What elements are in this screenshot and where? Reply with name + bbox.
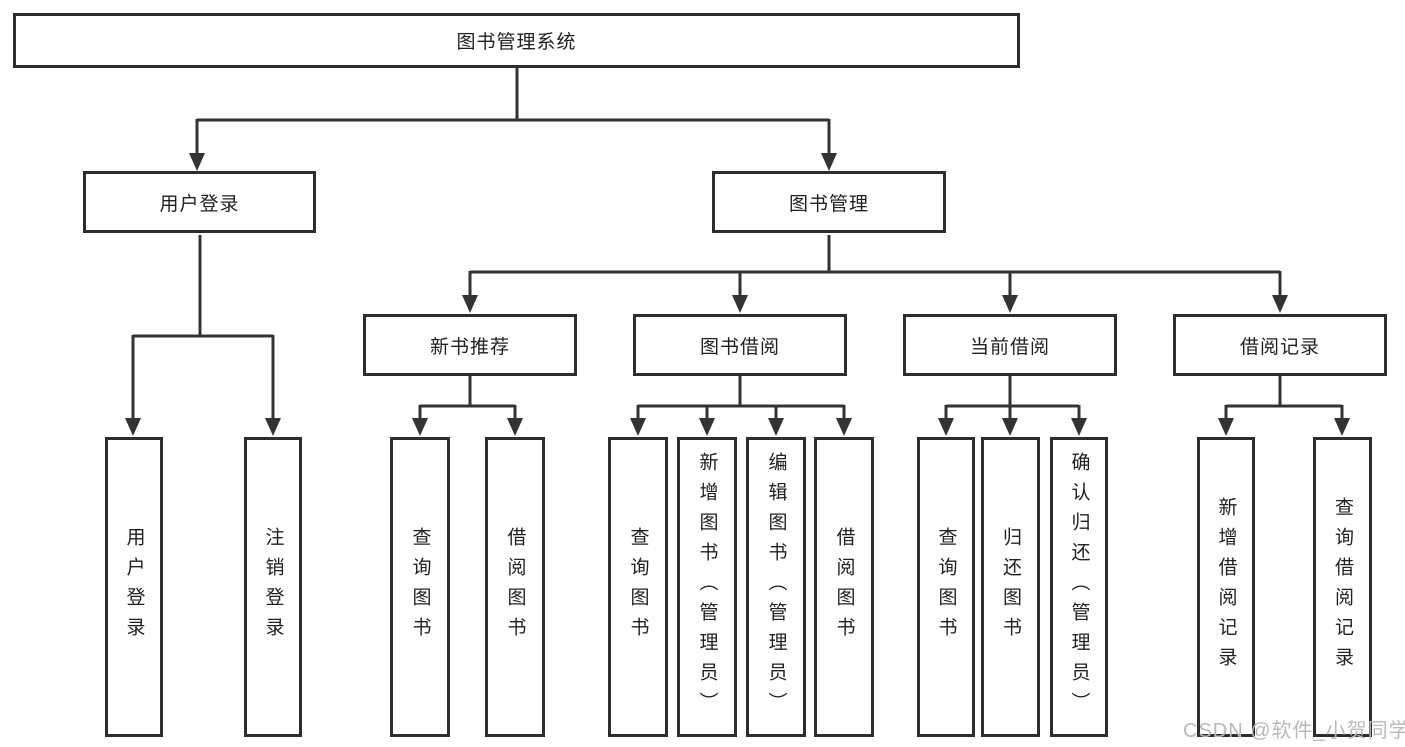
leaf-return-book-label: 归还图书 [1000, 527, 1021, 647]
node-root: 图书管理系统 [13, 13, 1020, 68]
leaf-edit-book-admin: 编辑图书（管理员） [746, 437, 806, 737]
node-borrow-record: 借阅记录 [1173, 314, 1387, 376]
leaf-borrow-query-book: 查询图书 [608, 437, 668, 737]
node-current-borrow: 当前借阅 [903, 314, 1117, 376]
node-user-login: 用户登录 [83, 171, 316, 233]
leaf-borrow-book: 借阅图书 [814, 437, 874, 737]
node-book-borrow-label: 图书借阅 [699, 336, 780, 358]
leaf-borrow-query-book-label: 查询图书 [627, 527, 649, 647]
node-book-management-label: 图书管理 [788, 193, 869, 215]
node-borrow-record-label: 借阅记录 [1239, 336, 1320, 358]
leaf-recommend-query-book-label: 查询图书 [409, 527, 431, 647]
leaf-add-borrow-record-label: 新增借阅记录 [1215, 497, 1237, 677]
leaf-current-query-book: 查询图书 [917, 437, 975, 737]
node-new-book-recommend-label: 新书推荐 [429, 336, 510, 358]
leaf-user-login: 用户登录 [105, 437, 163, 737]
leaf-user-login-label: 用户登录 [123, 527, 145, 647]
leaf-recommend-borrow-book-label: 借阅图书 [504, 527, 526, 647]
leaf-edit-book-admin-label: 编辑图书（管理员） [765, 452, 787, 722]
leaf-add-book-admin: 新增图书（管理员） [677, 437, 737, 737]
node-book-borrow: 图书借阅 [633, 314, 847, 376]
leaf-confirm-return-admin: 确认归还（管理员） [1050, 437, 1108, 737]
node-book-management: 图书管理 [712, 171, 946, 233]
node-current-borrow-label: 当前借阅 [969, 336, 1050, 358]
leaf-logout-label: 注销登录 [262, 527, 284, 647]
leaf-add-borrow-record: 新增借阅记录 [1197, 437, 1255, 737]
leaf-recommend-query-book: 查询图书 [390, 437, 450, 737]
node-new-book-recommend: 新书推荐 [363, 314, 577, 376]
leaf-query-borrow-record: 查询借阅记录 [1313, 437, 1372, 737]
leaf-logout: 注销登录 [244, 437, 302, 737]
leaf-return-book: 归还图书 [981, 437, 1040, 737]
leaf-current-query-book-label: 查询图书 [935, 527, 957, 647]
leaf-recommend-borrow-book: 借阅图书 [485, 437, 545, 737]
leaf-borrow-book-label: 借阅图书 [833, 527, 855, 647]
leaf-query-borrow-record-label: 查询借阅记录 [1332, 497, 1353, 677]
csdn-watermark: CSDN @软件_小贺同学 [1183, 720, 1405, 742]
node-root-label: 图书管理系统 [456, 32, 577, 53]
leaf-add-book-admin-label: 新增图书（管理员） [696, 452, 718, 722]
leaf-confirm-return-admin-label: 确认归还（管理员） [1068, 452, 1090, 722]
node-user-login-label: 用户登录 [159, 193, 240, 215]
